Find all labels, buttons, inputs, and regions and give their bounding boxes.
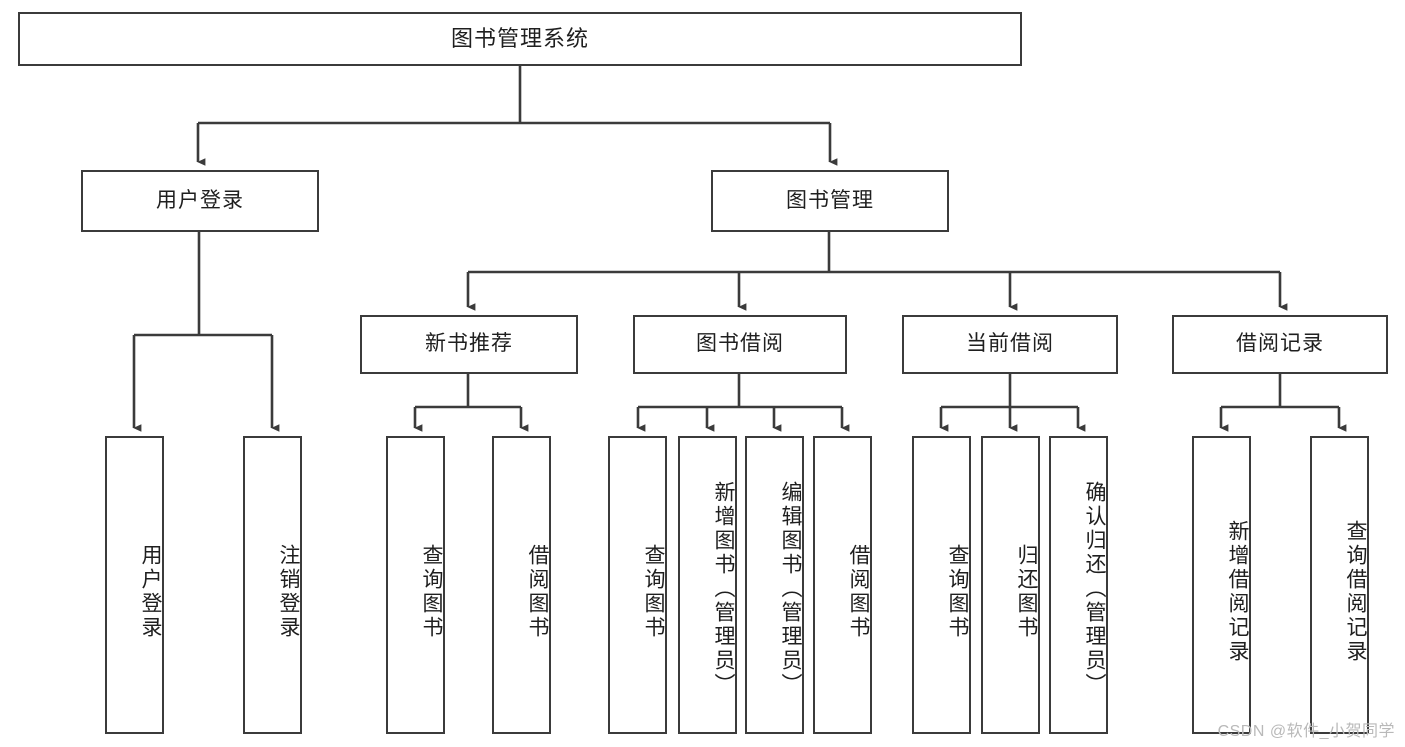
node-new-book-recommend[interactable]: 新书推荐 [360, 315, 578, 374]
watermark: CSDN @软件_小贺同学 [1217, 723, 1395, 740]
node-leaf-logout[interactable]: 注销登录 [243, 436, 302, 734]
node-borrow-record[interactable]: 借阅记录 [1172, 315, 1388, 374]
node-leaf-confirm-return-admin[interactable]: 确认归还（管理员） [1049, 436, 1108, 734]
node-leaf-query-book-recommend[interactable]: 查询图书 [386, 436, 445, 734]
node-leaf-edit-book-admin[interactable]: 编辑图书（管理员） [745, 436, 804, 734]
node-root-book-management-system[interactable]: 图书管理系统 [18, 12, 1022, 66]
node-user-login[interactable]: 用户登录 [81, 170, 319, 232]
node-leaf-borrow-book-recommend[interactable]: 借阅图书 [492, 436, 551, 734]
node-leaf-user-login[interactable]: 用户登录 [105, 436, 164, 734]
node-leaf-query-book-current[interactable]: 查询图书 [912, 436, 971, 734]
node-leaf-return-book[interactable]: 归还图书 [981, 436, 1040, 734]
node-book-management[interactable]: 图书管理 [711, 170, 949, 232]
node-leaf-add-borrow-record[interactable]: 新增借阅记录 [1192, 436, 1251, 734]
node-leaf-query-book-borrow[interactable]: 查询图书 [608, 436, 667, 734]
node-book-borrow[interactable]: 图书借阅 [633, 315, 847, 374]
node-leaf-add-book-admin[interactable]: 新增图书（管理员） [678, 436, 737, 734]
node-current-borrow[interactable]: 当前借阅 [902, 315, 1118, 374]
node-leaf-borrow-book[interactable]: 借阅图书 [813, 436, 872, 734]
node-leaf-query-borrow-record[interactable]: 查询借阅记录 [1310, 436, 1369, 734]
